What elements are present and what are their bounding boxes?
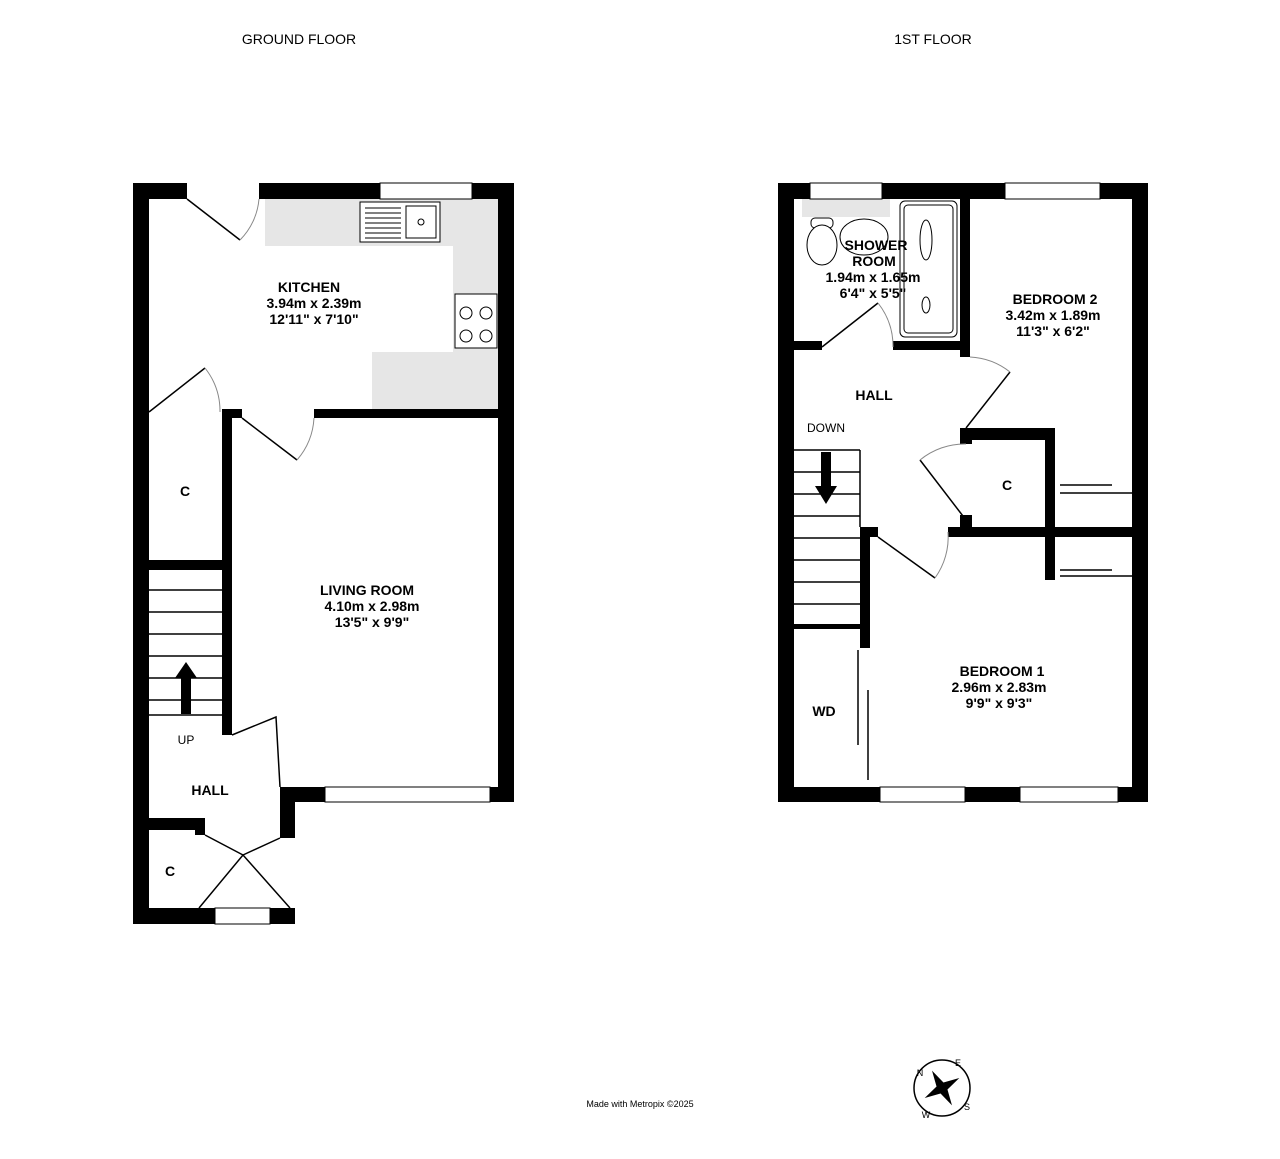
window bbox=[1004, 182, 1101, 200]
cupboard-label: C bbox=[1002, 477, 1012, 493]
shower-room-name: SHOWER bbox=[845, 237, 908, 253]
first-floor-plan: SHOWER ROOM 1.94m x 1.65m 6'4" x 5'5" BE… bbox=[778, 182, 1148, 803]
door bbox=[186, 198, 241, 241]
compass-e: E bbox=[955, 1058, 961, 1068]
porch-cupboard-label: C bbox=[165, 863, 175, 879]
door bbox=[231, 715, 281, 788]
living-room-metric: 4.10m x 2.98m bbox=[325, 598, 420, 614]
door bbox=[877, 536, 936, 579]
ground-floor-title: GROUND FLOOR bbox=[242, 31, 356, 47]
shelf bbox=[802, 199, 890, 217]
compass-s: S bbox=[964, 1102, 970, 1112]
living-room-name: LIVING ROOM bbox=[320, 582, 414, 598]
bedroom-2-imperial: 11'3" x 6'2" bbox=[1016, 323, 1090, 339]
ground-floor-plan: KITCHEN 3.94m x 2.39m 12'11" x 7'10" LIV… bbox=[133, 182, 514, 925]
bedroom-1-name: BEDROOM 1 bbox=[960, 663, 1045, 679]
shower-room-imperial: 6'4" x 5'5" bbox=[840, 285, 907, 301]
arrow-up-icon bbox=[175, 662, 197, 714]
kitchen-imperial: 12'11" x 7'10" bbox=[269, 311, 358, 327]
front-door-window bbox=[214, 907, 271, 925]
shower-room-metric: 1.94m x 1.65m bbox=[826, 269, 921, 285]
door bbox=[204, 834, 281, 856]
door bbox=[241, 417, 298, 461]
bedroom-1-imperial: 9'9" x 9'3" bbox=[966, 695, 1033, 711]
front-door bbox=[198, 853, 291, 909]
living-room-imperial: 13'5" x 9'9" bbox=[335, 614, 409, 630]
bedroom-1-metric: 2.96m x 2.83m bbox=[952, 679, 1047, 695]
stairs-up-label: UP bbox=[178, 733, 195, 747]
hall-label: HALL bbox=[191, 782, 229, 798]
cupboard-label: C bbox=[180, 483, 190, 499]
wardrobe-sliding-doors bbox=[1060, 484, 1132, 577]
stairs-down-label: DOWN bbox=[807, 421, 845, 435]
hob-icon bbox=[454, 293, 498, 349]
compass-n: N bbox=[917, 1068, 924, 1078]
kitchen-metric: 3.94m x 2.39m bbox=[267, 295, 362, 311]
door bbox=[148, 367, 206, 413]
stairs bbox=[149, 589, 222, 716]
door bbox=[821, 302, 879, 348]
door bbox=[919, 459, 967, 521]
window bbox=[1019, 786, 1119, 803]
toilet-icon bbox=[806, 217, 838, 266]
stairs bbox=[794, 449, 861, 605]
footer-credit: Made with Metropix ©2025 bbox=[586, 1099, 693, 1109]
basin-icon bbox=[839, 218, 889, 256]
window bbox=[879, 786, 966, 803]
shower-room-name-2: ROOM bbox=[852, 253, 896, 269]
sink-icon bbox=[359, 201, 441, 243]
hall-label: HALL bbox=[855, 387, 893, 403]
window bbox=[324, 786, 491, 803]
bedroom-2-name: BEDROOM 2 bbox=[1013, 291, 1098, 307]
door bbox=[965, 371, 1011, 429]
shower-tray-icon bbox=[899, 200, 958, 338]
kitchen-counter bbox=[372, 352, 498, 409]
bedroom-2-metric: 3.42m x 1.89m bbox=[1006, 307, 1101, 323]
arrow-down-icon bbox=[815, 452, 837, 504]
kitchen-name: KITCHEN bbox=[278, 279, 340, 295]
wardrobe-sliding-doors bbox=[857, 650, 869, 780]
compass-icon: N E S W bbox=[913, 1058, 971, 1120]
window bbox=[379, 182, 473, 200]
first-floor-title: 1ST FLOOR bbox=[894, 31, 972, 47]
wardrobe-label: WD bbox=[812, 703, 835, 719]
compass-w: W bbox=[922, 1110, 931, 1120]
window bbox=[809, 182, 883, 200]
